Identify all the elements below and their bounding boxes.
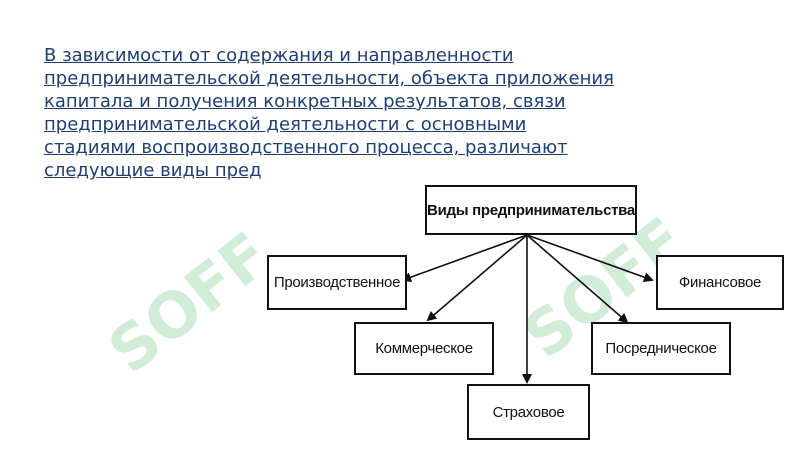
- node-kommercheskoe: Коммерческое: [354, 322, 494, 375]
- diagram-root-node: Виды предпринимательства: [425, 185, 637, 235]
- node-posrednicheskoe: Посредническое: [591, 322, 731, 375]
- intro-paragraph: В зависимости от содержания и направленн…: [44, 44, 644, 182]
- arrow-to-proizvodstvennoe: [401, 234, 528, 282]
- node-finansovoe: Финансовое: [656, 255, 784, 310]
- arrow-to-posrednicheskoe: [526, 234, 629, 324]
- intro-line: предпринимательской деятельности с основ…: [44, 114, 527, 135]
- intro-line: следующие виды пред: [44, 160, 262, 181]
- arrow-to-finansovoe: [526, 234, 654, 282]
- node-proizvodstvennoe: Производственное: [267, 255, 407, 310]
- intro-line: стадиями воспроизводственного процесса, …: [44, 137, 568, 158]
- node-strakhovoe: Страховое: [467, 384, 590, 440]
- intro-line: предпринимательской деятельности, объект…: [44, 68, 614, 89]
- arrow-to-kommercheskoe: [426, 234, 528, 322]
- intro-line: капитала и получения конкретных результа…: [44, 91, 566, 112]
- intro-line: В зависимости от содержания и направленн…: [44, 45, 514, 66]
